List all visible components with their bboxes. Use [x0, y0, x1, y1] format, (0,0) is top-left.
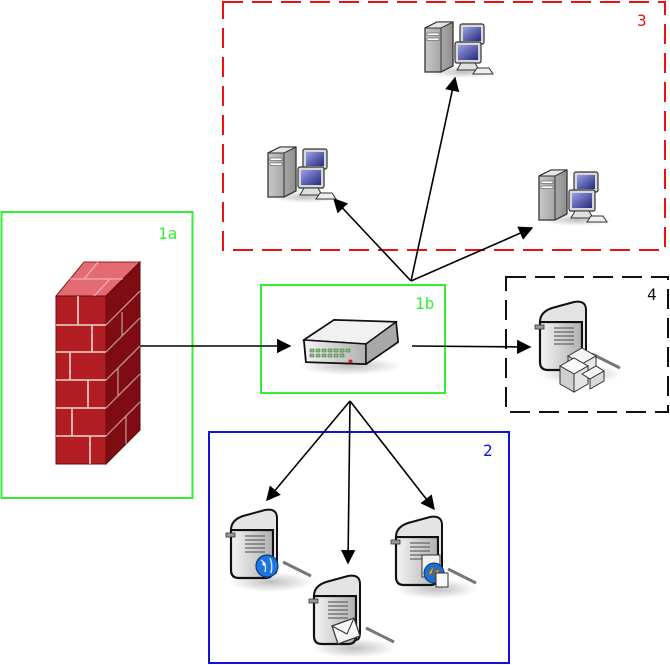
edge-switch-to-workstation-top [410, 76, 460, 282]
zone-4-label: 4 [647, 285, 657, 304]
edge-switch-to-database [411, 339, 532, 355]
zone-1a-label: 1a [158, 224, 177, 243]
edge-switch-to-workstation-right [410, 226, 534, 282]
firewall-icon [54, 260, 142, 466]
edge-switch-to-web-server [266, 400, 351, 502]
web-server-icon [224, 508, 315, 594]
network-switch-icon [298, 318, 402, 375]
mail-server-icon [307, 574, 398, 660]
workstation-icon [424, 21, 500, 79]
database-server-icon [533, 300, 624, 393]
edge-switch-to-mail-server [340, 400, 356, 565]
zone-1a-boundary [0, 211, 194, 499]
edge-switch-to-file-server [349, 400, 435, 511]
zone-2-label: 2 [483, 441, 493, 460]
file-server-icon [389, 515, 480, 601]
edge-switch-to-workstation-left [333, 197, 412, 282]
zone-4-boundary [505, 276, 669, 413]
zone-1b-boundary [260, 284, 446, 394]
zone-2-boundary [208, 431, 510, 664]
zone-3-boundary [222, 1, 666, 251]
zone-3-label: 3 [637, 11, 647, 30]
zone-1b-label: 1b [415, 294, 434, 313]
workstation-icon [538, 169, 614, 227]
workstation-icon [267, 146, 343, 204]
